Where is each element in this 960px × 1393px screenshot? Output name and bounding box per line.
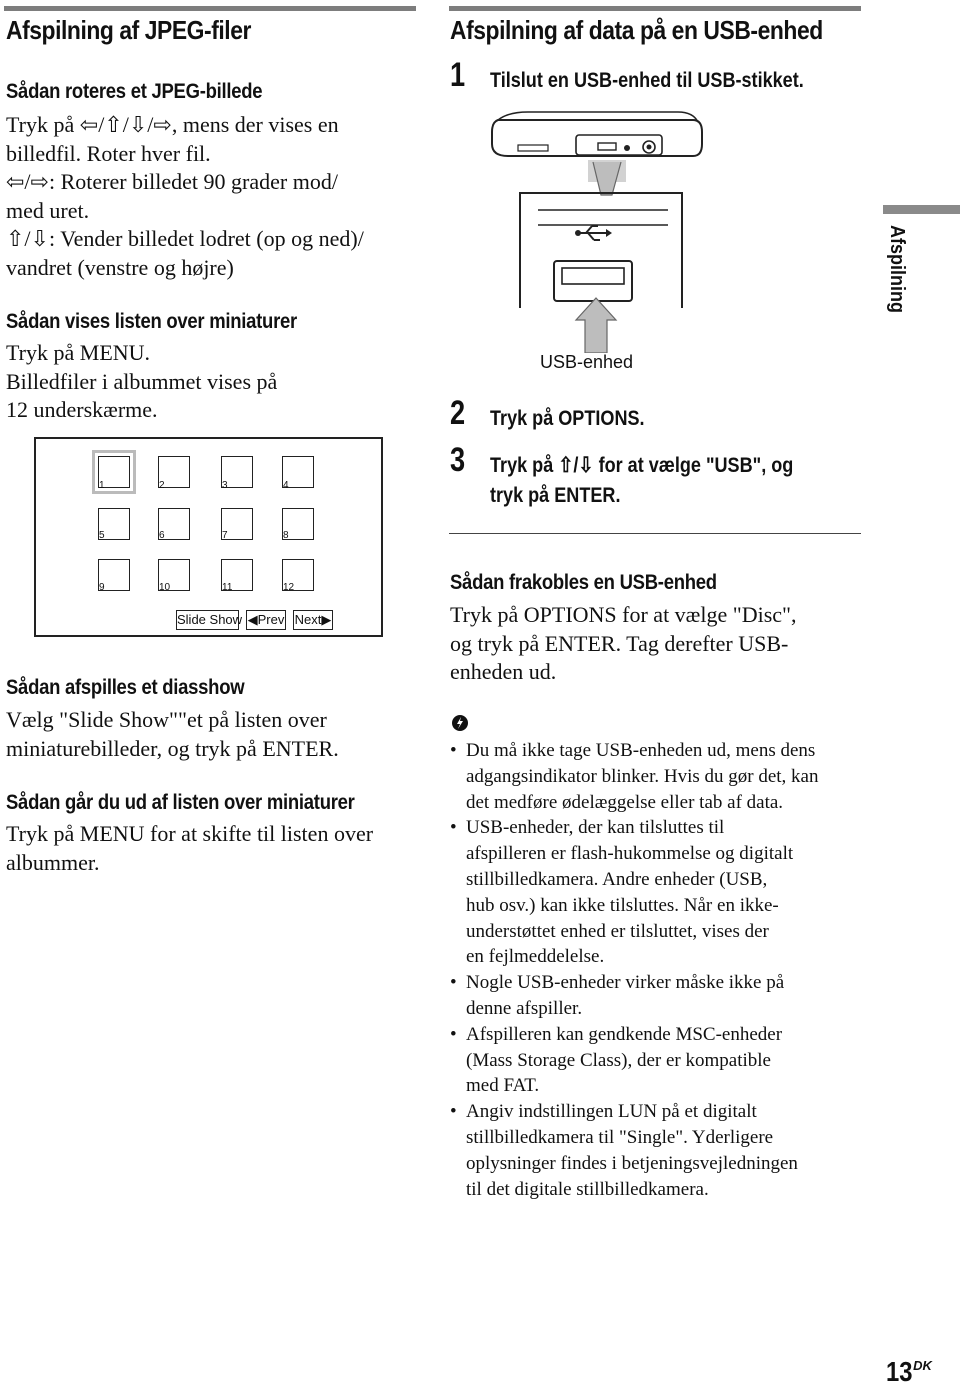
slideshow-title: Sådan afspilles et diasshow (6, 676, 245, 699)
page-number: 13DK (886, 1356, 936, 1388)
text-line: Vælg "Slide Show""et på listen over (6, 707, 327, 732)
left-heading: Afspilning af JPEG-filer (6, 15, 251, 45)
thumbnail-tile (221, 456, 253, 488)
thumbnail-tile (158, 456, 190, 488)
exit-text: Tryk på MENU for at skifte til listen ov… (6, 820, 416, 877)
text-line: Tryk på MENU for at skifte til listen ov… (6, 821, 374, 846)
text-line: (Mass Storage Class), der er kompatible (466, 1049, 771, 1071)
note-icon (452, 715, 468, 731)
usb-port-illustration (491, 111, 703, 353)
text-line: ⇧/⇩: Vender billedet lodret (op og ned)/ (6, 226, 364, 251)
remove-text: Tryk på OPTIONS for at vælge "Disc", og … (450, 601, 860, 687)
text-line: afspilleren er flash-hukommelse og digit… (466, 843, 794, 865)
usb-device-caption: USB-enhed (540, 352, 634, 372)
step-text: Tilslut en USB-enhed til USB-stikket. (490, 69, 804, 92)
slide-show-button[interactable]: Slide Show (176, 610, 242, 630)
side-tab-bar (883, 205, 960, 214)
text-line: Billedfiler i albummet vises på (6, 368, 278, 394)
text-line: 12 underskærme. (6, 397, 158, 422)
tile-number: 8 (283, 530, 289, 541)
tile-number: 6 (159, 530, 165, 541)
text-line: miniaturebilleder, og tryk på ENTER. (6, 735, 339, 761)
thumbnail-tile (98, 508, 130, 540)
thumbnail-tile (158, 559, 190, 591)
text-line: med uret. (6, 197, 90, 223)
thumbnail-tile (282, 559, 314, 591)
text-line: med FAT. (466, 1075, 540, 1097)
left-top-rule (4, 6, 416, 11)
text-line: Tryk på ⇦/⇧/⇩/⇨, mens der vises en (6, 112, 339, 137)
page-number-suffix: DK (913, 1358, 932, 1373)
step-number: 2 (450, 394, 466, 432)
thumbnail-tile (98, 559, 130, 591)
text-line: det medføre ødelæggelse eller tab af dat… (466, 791, 784, 813)
tile-number: 5 (99, 530, 105, 541)
text-line: enheden ud. (450, 659, 557, 684)
text-line: denne afspiller. (466, 997, 583, 1019)
text-line: vandret (venstre og højre) (6, 254, 234, 280)
step-number: 1 (450, 56, 466, 94)
note-item: USB-enheder, der kan tilsluttes til afsp… (450, 815, 870, 970)
text-line: billedfil. Roter hver fil. (6, 140, 211, 166)
thumbnail-tile (158, 508, 190, 540)
side-tab-label: Afspilning (886, 225, 908, 313)
tile-number: 4 (283, 480, 289, 491)
rotate-title: Sådan roteres et JPEG-billede (6, 80, 263, 103)
text-line: Tryk på OPTIONS for at vælge "Disc", (450, 602, 797, 627)
text-line: oplysninger findes i betjeningsvejlednin… (466, 1152, 798, 1174)
tile-number: 3 (222, 480, 228, 491)
thumbnail-tile (92, 450, 136, 494)
next-button[interactable]: Next▶ (293, 610, 333, 630)
page-number-value: 13 (886, 1356, 913, 1387)
text-line: albummer. (6, 849, 100, 875)
text-line: Du må ikke tage USB-enheden ud, mens den… (466, 740, 816, 761)
text-line: tryk på ENTER. (490, 484, 621, 507)
thumbnail-screen-illustration: 1 2 3 4 5 6 7 8 9 10 11 12 Slide Show ◀P… (34, 437, 383, 637)
notes-list: Du må ikke tage USB-enheden ud, mens den… (450, 738, 870, 1202)
thumbnail-tile (221, 508, 253, 540)
text-line: stillbilledkamera. Andre enheder (USB, (466, 868, 768, 890)
text-line: understøttet enhed er tilsluttet, vises … (466, 920, 769, 942)
step-text: Tryk på OPTIONS. (490, 407, 645, 430)
tile-number: 2 (159, 480, 165, 491)
rotate-text: Tryk på ⇦/⇧/⇩/⇨, mens der vises en bille… (6, 111, 416, 282)
note-item: Angiv indstillingen LUN på et digitalt s… (450, 1099, 870, 1202)
note-item: Afspilleren kan gendkende MSC-enheder (M… (450, 1022, 870, 1099)
text-line: USB-enheder, der kan tilsluttes til (466, 817, 725, 839)
text-line: til det digitale stillbilledkamera. (466, 1178, 709, 1200)
slideshow-text: Vælg "Slide Show""et på listen over mini… (6, 706, 416, 763)
right-heading: Afspilning af data på en USB-enhed (450, 15, 823, 45)
remove-title: Sådan frakobles en USB-enhed (450, 571, 717, 594)
text-line: Nogle USB-enheder virker måske ikke på (466, 972, 785, 994)
text-line: stillbilledkamera til "Single". Yderlige… (466, 1126, 774, 1148)
tile-number: 11 (222, 582, 233, 593)
text-line: og tryk på ENTER. Tag derefter USB- (450, 630, 789, 656)
text-line: Tryk på ⇧/⇩ for at vælge "USB", og (490, 454, 794, 477)
note-item: Du må ikke tage USB-enheden ud, mens den… (450, 738, 870, 815)
step-text: Tryk på ⇧/⇩ for at vælge "USB", og tryk … (490, 451, 793, 511)
text-line: ⇦/⇨: Roterer billedet 90 grader mod/ (6, 169, 338, 194)
tile-number: 1 (99, 480, 105, 491)
tile-number: 9 (99, 582, 105, 593)
text-line: Afspilleren kan gendkende MSC-enheder (466, 1023, 783, 1045)
text-line: adgangsindikator blinker. Hvis du gør de… (466, 765, 819, 787)
note-item: Nogle USB-enheder virker måske ikke på d… (450, 970, 870, 1022)
step-number: 3 (450, 441, 466, 479)
thumbs-text: Tryk på MENU. Billedfiler i albummet vis… (6, 339, 416, 425)
text-line: hub osv.) kan ikke tilsluttes. Når en ik… (466, 894, 779, 916)
prev-button[interactable]: ◀Prev (246, 610, 286, 630)
right-top-rule (449, 6, 861, 11)
thumbnail-tile (282, 456, 314, 488)
tile-number: 12 (283, 582, 295, 593)
tile-number: 10 (159, 582, 171, 593)
thumbnail-tile (221, 559, 253, 591)
exit-title: Sådan går du ud af listen over miniature… (6, 791, 355, 814)
text-line: en fejlmeddelelse. (466, 946, 605, 968)
text-line: Tryk på MENU. (6, 340, 151, 365)
section-divider (449, 533, 861, 534)
text-line: Angiv indstillingen LUN på et digitalt (466, 1101, 757, 1123)
tile-number: 7 (222, 530, 228, 541)
thumbnail-tile (282, 508, 314, 540)
thumbs-title: Sådan vises listen over miniaturer (6, 310, 297, 333)
